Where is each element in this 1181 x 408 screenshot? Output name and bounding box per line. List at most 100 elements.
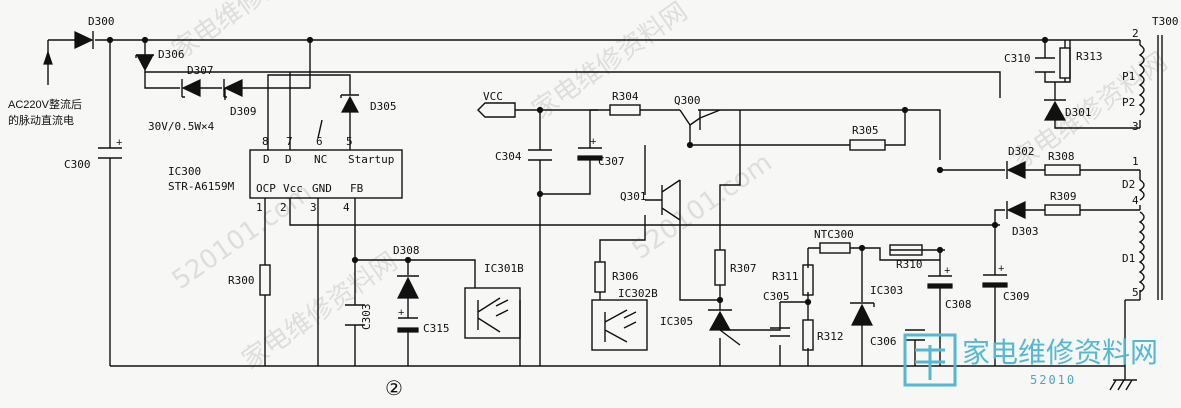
label-C306: C306 (870, 335, 897, 348)
label-R310: R310 (896, 258, 923, 271)
resistor-R304: R304 (609, 90, 641, 116)
label-R313: R313 (1076, 50, 1103, 63)
svg-text:+: + (116, 137, 122, 149)
label-D303: D303 (1012, 225, 1039, 238)
label-C307: C307 (598, 155, 625, 168)
figure-number: ② (385, 378, 403, 400)
capacitor-C309: + C309 (982, 263, 1030, 303)
zener-D307: D307 (181, 64, 214, 98)
site-logo: 家电维修资料网 52010 (903, 333, 1158, 387)
label-C315: C315 (423, 322, 450, 335)
svg-text:5: 5 (1132, 286, 1139, 299)
label-R306: R306 (612, 270, 639, 283)
svg-text:D1: D1 (1122, 252, 1135, 265)
optocoupler-IC301B: IC301B (464, 262, 524, 339)
label-Q301: Q301 (620, 190, 647, 203)
label-vcc: VCC (483, 90, 503, 103)
watermark-text-4: 家电维修资料网 (237, 247, 403, 376)
svg-text:2: 2 (1132, 27, 1139, 40)
svg-text:Vcc: Vcc (283, 182, 303, 195)
resistor-R309: R309 (1044, 190, 1081, 216)
diode-D300: D300 (74, 15, 115, 49)
svg-text:6: 6 (316, 135, 323, 148)
wires (47, 39, 1141, 380)
input-note-line-2: 的脉动直流电 (8, 113, 74, 127)
zener-D309: D309 (223, 79, 257, 118)
svg-text:7: 7 (286, 135, 293, 148)
label-R311: R311 (772, 270, 799, 283)
svg-text:D2: D2 (1122, 178, 1135, 191)
svg-text:1: 1 (256, 201, 263, 214)
label-Q300: Q300 (674, 94, 701, 107)
capacitor-C303: C303 (345, 304, 373, 331)
label-IC300: IC300 (168, 165, 201, 178)
label-IC302B: IC302B (618, 287, 658, 300)
svg-text:Startup: Startup (348, 153, 394, 166)
label-R312: R312 (817, 330, 844, 343)
svg-text:D: D (263, 153, 270, 166)
resistor-R305: R305 (849, 124, 886, 151)
label-C305: C305 (763, 290, 790, 303)
label-D300: D300 (88, 15, 115, 28)
resistor-R312: R312 (802, 319, 844, 351)
label-D302: D302 (1008, 145, 1035, 158)
capacitor-C304: C304 (495, 149, 552, 163)
label-D306: D306 (158, 48, 185, 61)
label-R307: R307 (730, 262, 757, 275)
ground-symbol (1109, 379, 1137, 391)
svg-text:GND: GND (312, 182, 332, 195)
resistor-R311: R311 (772, 264, 814, 296)
input-note-line-1: AC220V整流后 (8, 97, 82, 111)
transistor-Q300: Q300 (674, 94, 721, 130)
zener-D306: D306 (135, 48, 185, 72)
label-D301: D301 (1065, 106, 1092, 119)
diode-D308: D308 (393, 244, 420, 299)
resistor-R308: R308 (1044, 150, 1081, 176)
svg-text:+: + (398, 307, 404, 319)
resistor-R300: R300 (228, 264, 271, 296)
label-D309: D309 (230, 105, 257, 118)
zener-D305: D305 (340, 94, 397, 113)
svg-text:+: + (944, 265, 950, 277)
label-C309: C309 (1003, 290, 1030, 303)
svg-text:3: 3 (1132, 120, 1139, 133)
transformer-T300: T300 2 P1 P2 3 1 D2 4 D1 5 (1122, 15, 1179, 300)
diode-D302: D302 (1006, 145, 1035, 179)
label-C304: C304 (495, 150, 522, 163)
label-R309: R309 (1050, 190, 1077, 203)
logo-text-url: 52010 (1030, 373, 1076, 387)
zener-note: 30V/0.5W×4 (148, 120, 215, 133)
svg-text:8: 8 (262, 135, 269, 148)
svg-text:P2: P2 (1122, 96, 1135, 109)
svg-text:1: 1 (1132, 155, 1139, 168)
svg-text:FB: FB (350, 182, 364, 195)
resistor-R306: R306 (594, 261, 639, 293)
resistor-R310: R310 (889, 244, 923, 271)
label-R304: R304 (612, 90, 639, 103)
svg-text:NC: NC (314, 153, 327, 166)
capacitor-C310: C310 (1004, 52, 1055, 73)
svg-text:2: 2 (280, 201, 287, 214)
capacitor-C300: + C300 (64, 137, 122, 171)
label-D307: D307 (187, 64, 214, 77)
svg-text:3: 3 (310, 201, 317, 214)
resistor-R313: R313 (1059, 47, 1103, 79)
svg-text:5: 5 (346, 135, 353, 148)
svg-text:4: 4 (343, 201, 350, 214)
label-C303: C303 (360, 304, 373, 331)
capacitor-C315: + C315 (397, 307, 450, 335)
capacitor-C305: C305 (763, 290, 790, 337)
diode-D303: D303 (1006, 201, 1039, 238)
capacitor-C306: C306 (870, 329, 925, 348)
label-T300: T300 (1152, 15, 1179, 28)
label-D305: D305 (370, 100, 397, 113)
regulator-IC305: IC305 (660, 309, 741, 346)
logo-text-cn: 家电维修资料网 (962, 336, 1158, 369)
label-C310: C310 (1004, 52, 1031, 65)
label-IC305: IC305 (660, 315, 693, 328)
optocoupler-IC302B: IC302B (591, 287, 658, 351)
label-R308: R308 (1048, 150, 1075, 163)
vcc-flag: VCC (477, 90, 516, 118)
